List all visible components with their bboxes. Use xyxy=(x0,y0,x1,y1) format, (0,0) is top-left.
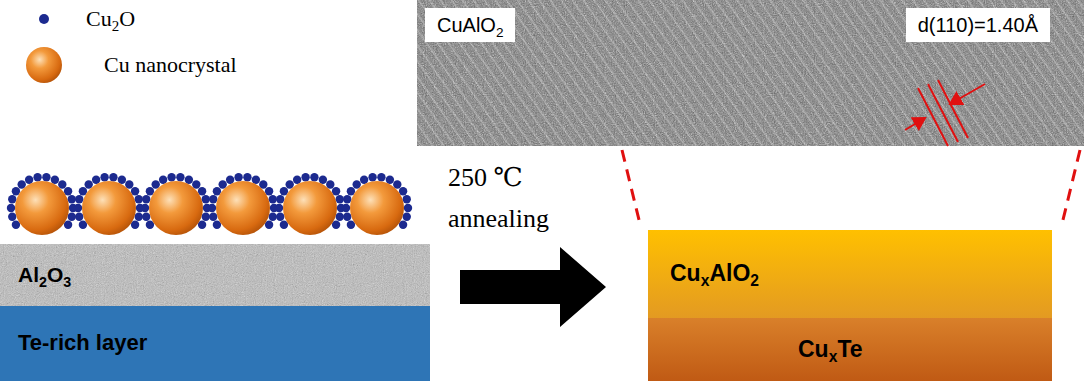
cu-sphere xyxy=(350,181,404,235)
image-label: CuAlO2 xyxy=(425,8,515,42)
layer-box: CuxTe xyxy=(648,318,1052,381)
layer-box: CuxAlO2 xyxy=(648,230,1052,318)
cu2o-dot xyxy=(301,173,309,181)
legend-entry: Cu nanocrystal xyxy=(104,48,237,82)
cu2o-dot xyxy=(377,173,385,181)
cu2o-dot xyxy=(8,213,16,221)
cu2o-dot xyxy=(252,176,260,184)
cu2o-dot xyxy=(293,176,301,184)
cu2o-dot xyxy=(403,195,411,203)
cu2o-dot xyxy=(33,173,41,181)
cu-sphere xyxy=(15,181,69,235)
cu2o-dot xyxy=(343,195,351,203)
cute-band xyxy=(648,318,1052,381)
cu2o-dot xyxy=(368,173,376,181)
layer-box: Te-rich layer xyxy=(0,306,430,381)
cu2o-dot xyxy=(141,204,149,212)
cu2o-dot xyxy=(269,195,277,203)
cu2o-dot xyxy=(167,173,175,181)
cu2o-dot xyxy=(51,176,59,184)
cu2o-dot xyxy=(142,195,150,203)
cu2o-dot xyxy=(403,213,411,221)
cu2o-dot xyxy=(159,176,167,184)
cu2o-dot xyxy=(243,173,251,181)
cu2o-dot xyxy=(25,176,33,184)
tem-image-box: CuAlO2 d(110)=1.40Å xyxy=(417,0,1084,146)
cu2o-dot xyxy=(276,195,284,203)
cu2o-dot xyxy=(342,204,350,212)
cu2o-dot xyxy=(336,213,344,221)
cu2o-dot xyxy=(276,213,284,221)
layer-label: Te-rich layer xyxy=(18,331,147,355)
cu2o-dot xyxy=(42,173,50,181)
cu2o-dot xyxy=(185,176,193,184)
layer-box: Al2O3 xyxy=(0,244,430,306)
cu2o-dot xyxy=(226,176,234,184)
cu2o-dot xyxy=(404,204,412,212)
legend-text: Cu nanocrystal xyxy=(104,52,237,78)
legend-entry: Cu2O xyxy=(86,4,135,34)
cu-sphere xyxy=(149,181,203,235)
cu2o-dot xyxy=(109,173,117,181)
cu2o-dot xyxy=(202,213,210,221)
cu2o-dot xyxy=(135,213,143,221)
cu2o-dot xyxy=(75,195,83,203)
al2o3-texture xyxy=(0,244,430,306)
cu2o-dot xyxy=(319,176,327,184)
cu2o-dot xyxy=(310,173,318,181)
cu2o-dot xyxy=(135,195,143,203)
cu2o-dot xyxy=(8,195,16,203)
image-label: d(110)=1.40Å xyxy=(906,8,1050,42)
cu2o-dot xyxy=(209,213,217,221)
legend-text: Cu2O xyxy=(86,6,135,32)
te-rich-band xyxy=(0,306,430,381)
cu2o-dot xyxy=(360,176,368,184)
cu2o-dot xyxy=(209,195,217,203)
cu2o-dot xyxy=(275,204,283,212)
tem-image xyxy=(417,0,1084,146)
cu2o-dot xyxy=(234,173,242,181)
nanocrystal-row xyxy=(7,173,412,235)
cu2o-dot xyxy=(336,195,344,203)
legend-swatch xyxy=(39,14,49,24)
cualo2-band xyxy=(648,230,1052,318)
cu2o-dot xyxy=(343,213,351,221)
cu2o-dot xyxy=(142,213,150,221)
cu2o-dot xyxy=(386,176,394,184)
cu2o-dot xyxy=(269,213,277,221)
cu2o-dot xyxy=(75,213,83,221)
layer-label: Al2O3 xyxy=(18,263,71,286)
cu2o-dot xyxy=(68,213,76,221)
layer-label: CuxTe xyxy=(798,337,863,362)
legend-sphere xyxy=(26,47,62,83)
layer-label: CuxAlO2 xyxy=(670,261,759,286)
cu-sphere xyxy=(216,181,270,235)
edge-label: 250 ℃ annealing xyxy=(448,158,588,239)
cu-sphere xyxy=(283,181,337,235)
cu2o-dot xyxy=(7,204,15,212)
cu2o-dot xyxy=(118,176,126,184)
cu2o-dot xyxy=(208,204,216,212)
cu2o-dot xyxy=(100,173,108,181)
cu2o-dot xyxy=(92,176,100,184)
cu2o-dot xyxy=(68,195,76,203)
cu2o-dot xyxy=(176,173,184,181)
cu-sphere xyxy=(82,181,136,235)
lattice-marker xyxy=(905,80,985,146)
cu2o-dot xyxy=(202,195,210,203)
cu2o-dot xyxy=(74,204,82,212)
zoom-line xyxy=(622,150,1080,224)
block-arrow xyxy=(460,247,606,327)
